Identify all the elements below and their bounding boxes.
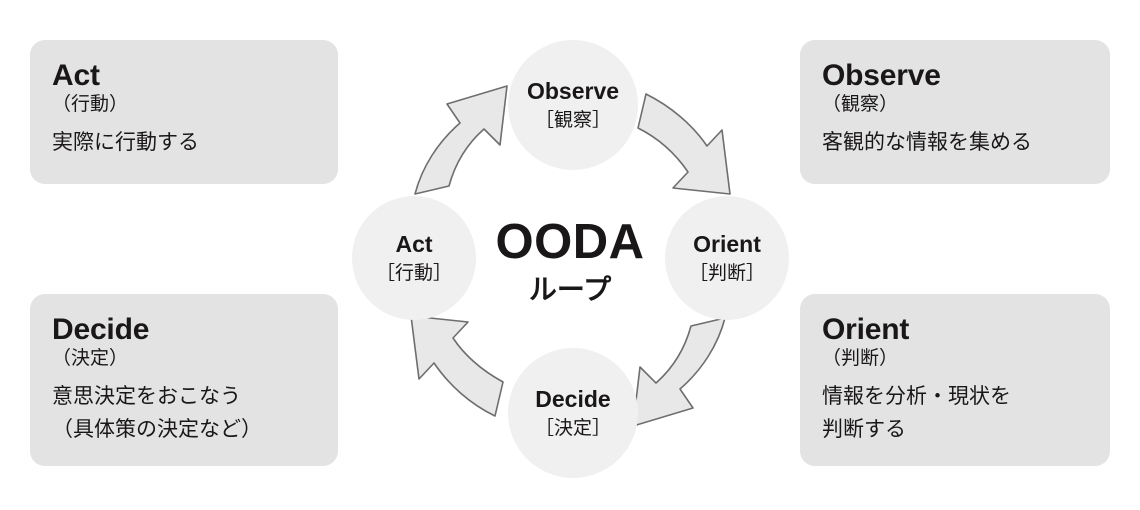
card-decide: Decide （決定） 意思決定をおこなう （具体策の決定など）: [30, 294, 338, 466]
node-act-sub: ［行動］: [375, 263, 452, 284]
node-act-label: Act: [395, 231, 433, 257]
card-decide-description-line-1: 意思決定をおこなう: [52, 385, 241, 409]
node-observe[interactable]: Observe ［観察］: [508, 40, 638, 170]
arrow-orient-to-decide-icon: [632, 317, 726, 427]
card-orient-description-line-1: 情報を分析・現状を: [822, 385, 1011, 409]
card-decide-title: Decide: [52, 313, 150, 346]
node-observe-sub: ［観察］: [534, 110, 611, 131]
arrow-act-to-observe-icon: [414, 85, 508, 195]
card-orient-title: Orient: [822, 313, 910, 346]
card-orient-reading: （判断）: [822, 348, 899, 370]
node-decide[interactable]: Decide ［決定］: [508, 348, 638, 478]
card-observe-description-line-1: 客観的な情報を集める: [822, 131, 1032, 155]
card-decide-description-line-2: （具体策の決定など）: [52, 418, 262, 442]
card-act-description-line-1: 実際に行動する: [52, 131, 199, 155]
arrow-observe-to-orient-icon: [637, 93, 731, 195]
card-orient-description-line-2: 判断する: [822, 418, 906, 442]
node-observe-label: Observe: [526, 78, 620, 104]
card-observe-reading: （観察）: [822, 94, 899, 116]
node-decide-label: Decide: [535, 386, 611, 412]
card-act: Act （行動） 実際に行動する: [30, 40, 338, 184]
arrow-decide-to-act-icon: [410, 315, 504, 417]
card-observe: Observe （観察） 客観的な情報を集める: [800, 40, 1110, 184]
card-act-title: Act: [52, 59, 100, 92]
card-act-reading: （行動）: [52, 94, 129, 116]
card-decide-reading: （決定）: [52, 348, 129, 370]
card-orient: Orient （判断） 情報を分析・現状を 判断する: [800, 294, 1110, 466]
card-observe-title: Observe: [822, 59, 941, 92]
ooda-cycle: Observe ［観察］ Orient ［判断］ Decide ［決定］ Act…: [340, 18, 800, 492]
node-orient[interactable]: Orient ［判断］: [665, 196, 789, 320]
cycle-arrows: [410, 85, 731, 427]
node-act[interactable]: Act ［行動］: [352, 196, 476, 320]
node-decide-sub: ［決定］: [534, 418, 611, 439]
node-orient-sub: ［判断］: [688, 263, 765, 284]
node-orient-label: Orient: [693, 231, 761, 257]
